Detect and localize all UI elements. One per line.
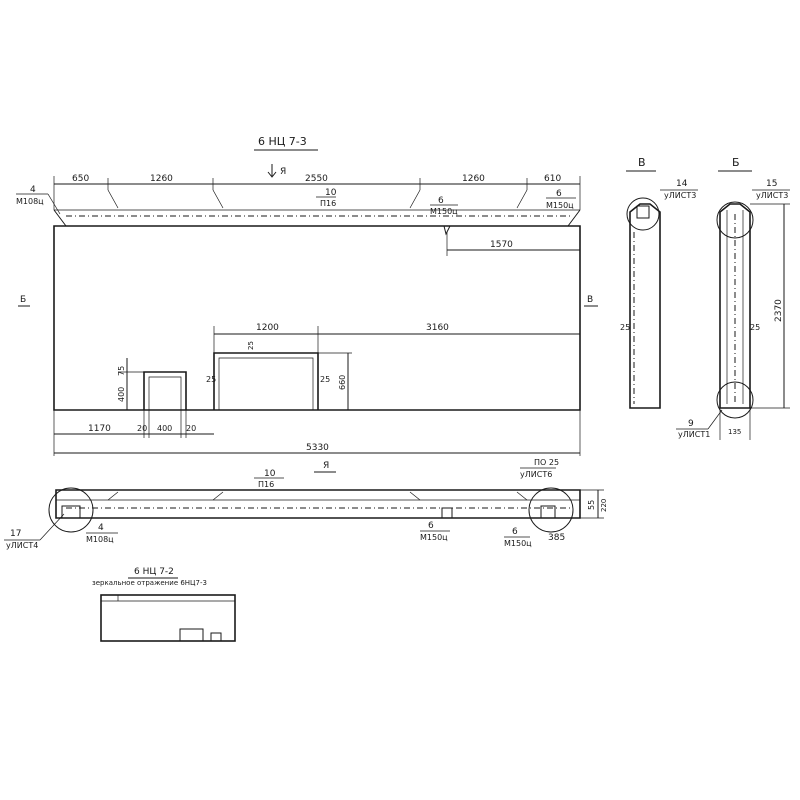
item-10-sub: П16 bbox=[320, 199, 336, 208]
dim-75: 75 bbox=[117, 366, 126, 376]
section-b-callout-top bbox=[716, 201, 754, 239]
dim-label: 610 bbox=[544, 174, 561, 184]
plan-bends bbox=[107, 491, 528, 501]
leader bbox=[47, 193, 61, 215]
section-v-insert bbox=[636, 205, 650, 219]
plan-item-10-sub: П16 bbox=[258, 480, 274, 489]
mirror-small-opening bbox=[210, 632, 222, 641]
section-v-callout-sub: уЛИСТ3 bbox=[664, 191, 696, 200]
item-6a-label: 6 bbox=[438, 196, 444, 206]
small-opening-inner bbox=[148, 376, 182, 410]
section-v-callout bbox=[626, 197, 660, 231]
arrow-left-label: Б bbox=[20, 295, 26, 305]
section-b-dim135: 135 bbox=[728, 428, 741, 436]
dim-label: 2550 bbox=[305, 174, 328, 184]
arrow-right-label: В bbox=[587, 295, 593, 305]
large-opening bbox=[213, 352, 319, 410]
insert-marker bbox=[443, 225, 451, 236]
mirror-large-opening bbox=[179, 628, 204, 641]
plan-item-10: 10 bbox=[264, 469, 276, 479]
dim-1170: 1170 bbox=[88, 424, 111, 434]
mirror-view: 6 НЦ 7-2 зеркальное отражение 6НЦ7-3 bbox=[92, 567, 236, 642]
item-6b-label: 6 bbox=[556, 189, 562, 199]
plan-arrow-ya: Я bbox=[323, 461, 329, 471]
plan-item-4-sub: М108ц bbox=[86, 535, 114, 544]
plan-item-17-sub: уЛИСТ4 bbox=[6, 541, 38, 550]
item-4-sub: М108ц bbox=[16, 197, 44, 206]
plan-item-r-sub: уЛИСТ6 bbox=[520, 470, 552, 479]
dim-label: 650 bbox=[72, 174, 89, 184]
plan-item-6a-sub: М150ц bbox=[420, 533, 448, 542]
plan-dim-220: 220 bbox=[600, 499, 608, 512]
section-b-dim2370: 2370 bbox=[774, 299, 784, 322]
item-4-label: 4 bbox=[30, 185, 36, 195]
plan-insert-right bbox=[540, 505, 556, 519]
dim-20b: 20 bbox=[186, 424, 196, 433]
plan-outline bbox=[55, 489, 581, 519]
dim-400h: 400 bbox=[157, 424, 172, 433]
front-outline bbox=[53, 225, 581, 411]
dim-25-left: 25 bbox=[206, 375, 216, 384]
section-b-callout9-sub: уЛИСТ1 bbox=[678, 430, 710, 439]
section-b-callout-sub: уЛИСТ3 bbox=[756, 191, 788, 200]
dim-3160: 3160 bbox=[426, 323, 449, 333]
dim-1570: 1570 bbox=[490, 240, 513, 250]
plan-callout-left bbox=[48, 487, 94, 533]
front-bevels bbox=[53, 209, 581, 227]
plan-item-6b: 6 bbox=[512, 527, 518, 537]
arrow-ya-label: Я bbox=[280, 167, 286, 177]
section-v-outline bbox=[629, 203, 661, 409]
plan-callout-right bbox=[528, 487, 574, 533]
dim-25-right: 25 bbox=[320, 375, 330, 384]
dim-20a: 20 bbox=[137, 424, 147, 433]
section-v-dim25: 25 bbox=[620, 323, 630, 332]
section-arrow bbox=[267, 164, 277, 178]
dim-400v: 400 bbox=[117, 387, 126, 402]
rebar-bends bbox=[107, 189, 528, 209]
section-b-outline bbox=[719, 203, 751, 409]
plan-insert-mid bbox=[441, 507, 453, 519]
section-b-dim25: 25 bbox=[750, 323, 760, 332]
main-title: 6 НЦ 7-3 bbox=[258, 135, 307, 148]
large-opening-inner bbox=[218, 357, 314, 410]
section-b-callout-num: 15 bbox=[766, 179, 777, 189]
section-b-callout9: 9 bbox=[688, 419, 694, 429]
leader bbox=[39, 513, 65, 541]
section-b: Б 15 уЛИСТ3 25 2370 9 уЛИСТ1 135 bbox=[676, 156, 790, 440]
small-opening bbox=[143, 371, 187, 410]
dim-1200: 1200 bbox=[256, 323, 279, 333]
dim-label: 1260 bbox=[462, 174, 485, 184]
item-10-label: 10 bbox=[325, 188, 337, 198]
plan-item-6b-sub: М150ц bbox=[504, 539, 532, 548]
dim-25-top: 25 bbox=[247, 341, 255, 350]
dim-label: 1260 bbox=[150, 174, 173, 184]
section-v-callout-num: 14 bbox=[676, 179, 688, 189]
plan-item-r: ПО 25 bbox=[534, 458, 559, 467]
mirror-subtitle: зеркальное отражение 6НЦ7-3 bbox=[92, 579, 207, 587]
mirror-outline bbox=[100, 594, 236, 642]
item-6a-sub: М150ц bbox=[430, 207, 458, 216]
plan-dim-385: 385 bbox=[548, 533, 565, 543]
dim-660: 660 bbox=[338, 375, 347, 390]
plan-insert-left bbox=[61, 505, 81, 519]
item-6b-sub: М150ц bbox=[546, 201, 574, 210]
dim-total: 5330 bbox=[306, 443, 329, 453]
plan-item-4: 4 bbox=[98, 523, 104, 533]
plan-item-6a: 6 bbox=[428, 521, 434, 531]
section-b-callout-bottom bbox=[716, 381, 754, 419]
section-v-title: В bbox=[638, 156, 646, 169]
mirror-title: 6 НЦ 7-2 bbox=[134, 567, 174, 577]
section-b-title: Б bbox=[732, 156, 740, 169]
plan-item-17: 17 bbox=[10, 529, 21, 539]
front-view: 650 1260 2550 1260 610 10 П16 Я 4 М108ц … bbox=[16, 164, 598, 456]
plan-dim-55: 55 bbox=[587, 500, 596, 510]
section-v: В 14 уЛИСТ3 25 bbox=[620, 156, 698, 409]
plan-view: 10 П16 Я 17 уЛИСТ4 4 М108ц 6 М150ц 6 М15… bbox=[4, 458, 608, 550]
